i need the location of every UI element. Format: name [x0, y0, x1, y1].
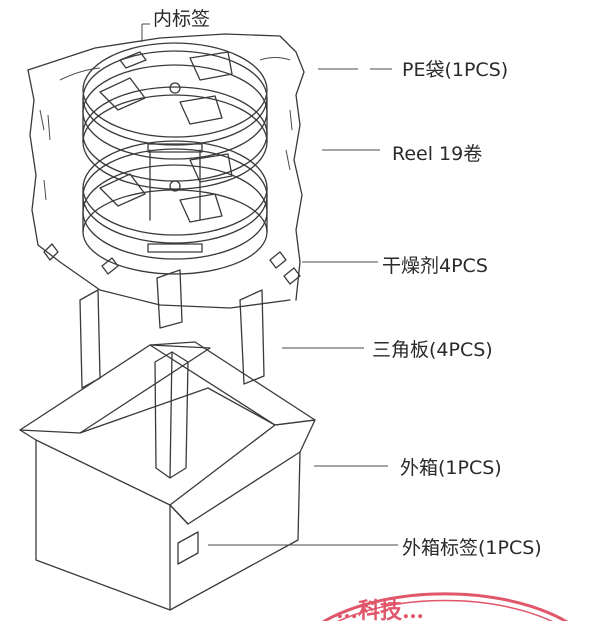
inner-label-caption: 内标签: [153, 8, 210, 30]
pe-bag-caption: PE袋(1PCS): [402, 59, 508, 81]
outer-box: [19, 341, 316, 611]
desiccant-caption: 干燥剂4PCS: [382, 255, 488, 277]
leader-lines: [141, 23, 398, 546]
corner-boards: [79, 269, 265, 479]
corner-board-caption: 三角板(4PCS): [372, 339, 493, 361]
desiccant-packet: [101, 257, 119, 275]
desiccant-packet: [283, 267, 301, 285]
stamp-text: …科技…: [336, 598, 424, 621]
pe-bag: [27, 33, 305, 309]
desiccant-packet: [43, 243, 59, 261]
company-stamp: …科技…: [321, 592, 569, 621]
desiccant-packet: [269, 251, 287, 269]
inner-label-sticker: [119, 51, 147, 69]
reel-stack: [82, 42, 268, 275]
reel-caption: Reel 19卷: [392, 143, 482, 165]
outer-box-label-caption: 外箱标签(1PCS): [402, 537, 542, 559]
outer-box-label-sticker: [177, 531, 199, 565]
outer-box-caption: 外箱(1PCS): [400, 457, 502, 479]
